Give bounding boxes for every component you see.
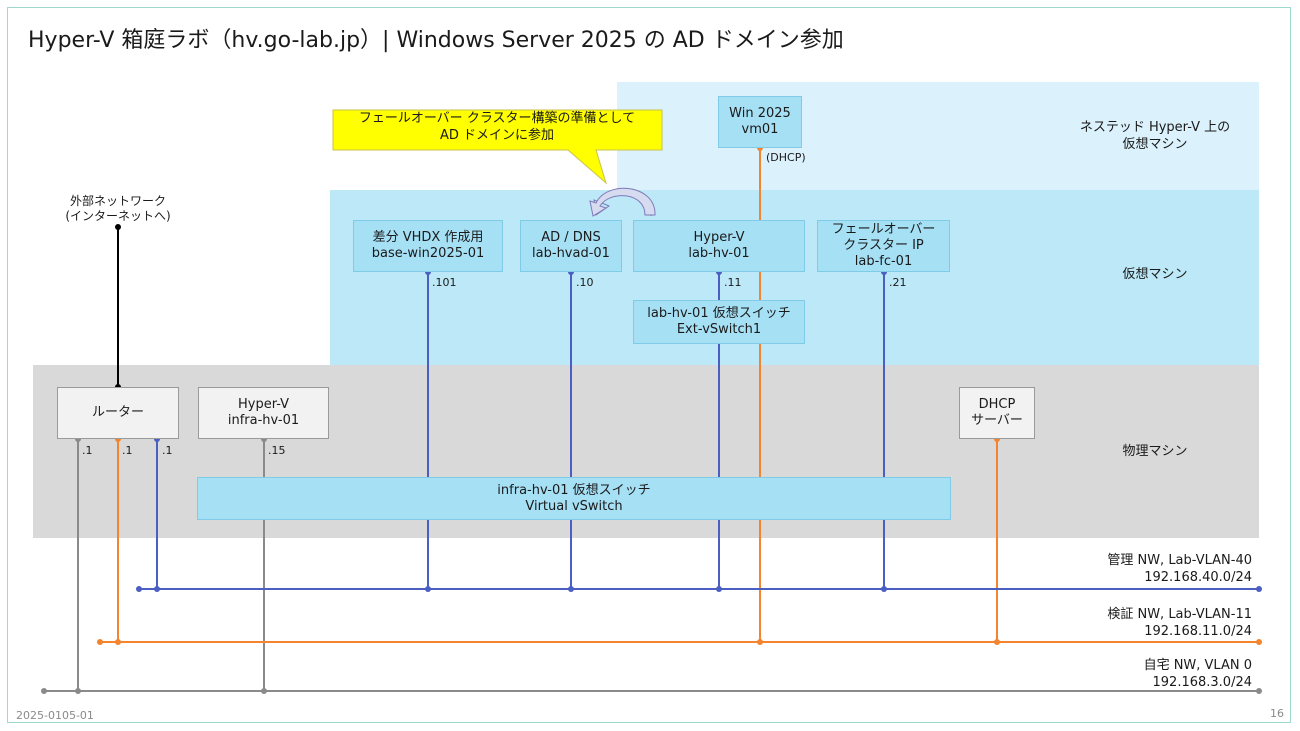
vm01-node[interactable]: Win 2025 vm01: [718, 96, 802, 148]
mgmt-dot-cluster: [881, 586, 887, 592]
home-nw-label: 自宅 NW, VLAN 0 192.168.3.0/24: [1143, 658, 1252, 690]
home-dot-right: [1256, 688, 1262, 694]
doc-id: 2025-0105-01: [16, 709, 94, 722]
vm01-ip-label: (DHCP): [766, 151, 806, 164]
lab-hv-node[interactable]: Hyper-V lab-hv-01: [633, 220, 805, 272]
external-network-label: 外部ネットワーク (インターネットへ): [65, 194, 171, 223]
test-dot-dhcp: [994, 639, 1000, 645]
mgmt-nw-label: 管理 NW, Lab-VLAN-40 192.168.40.0/24: [1107, 553, 1252, 585]
home-dot-infra: [261, 688, 267, 694]
mgmt-dot-router: [154, 586, 160, 592]
layer-label-nested: ネステッド Hyper-V 上の 仮想マシン: [1079, 120, 1231, 152]
mgmt-dot-labhv: [716, 586, 722, 592]
infra-ip-label: .15: [268, 444, 286, 457]
test-dot-left: [97, 639, 103, 645]
test-dot-router: [115, 639, 121, 645]
layer-label-vm: 仮想マシン: [1122, 267, 1188, 282]
mgmt-dot-right: [1256, 586, 1262, 592]
virtual-vswitch-node[interactable]: infra-hv-01 仮想スイッチ Virtual vSwitch: [197, 477, 951, 520]
callout-line-1: フェールオーバー クラスター構築の準備として: [358, 111, 636, 126]
page-number: 16: [1270, 707, 1284, 720]
mgmt-dot-ad: [568, 586, 574, 592]
router-ip-label-mgmt: .1: [162, 444, 173, 457]
ad-ip-label: .10: [576, 276, 594, 289]
test-dot-vm01: [757, 639, 763, 645]
test-dot-right: [1256, 639, 1262, 645]
home-dot-left: [41, 688, 47, 694]
layer-label-physical: 物理マシン: [1122, 444, 1188, 459]
cluster-ip-node[interactable]: フェールオーバー クラスター IP lab-fc-01: [817, 220, 950, 272]
ext-vswitch-node[interactable]: lab-hv-01 仮想スイッチ Ext-vSwitch1: [633, 300, 805, 344]
join-arrow-body: [589, 187, 656, 217]
labhv-ip-label: .11: [724, 276, 742, 289]
slide-frame: [7, 7, 1291, 723]
router-node[interactable]: ルーター: [57, 387, 179, 439]
mgmt-dot-left: [136, 586, 142, 592]
router-ip-label-home: .1: [82, 444, 93, 457]
dhcp-server-node[interactable]: DHCP サーバー: [959, 387, 1035, 439]
mgmt-dot-base: [425, 586, 431, 592]
ad-dns-node[interactable]: AD / DNS lab-hvad-01: [520, 220, 622, 272]
infra-hv-node[interactable]: Hyper-V infra-hv-01: [198, 387, 329, 439]
base-ip-label: .101: [432, 276, 457, 289]
external-dot-top: [115, 224, 121, 230]
home-dot-router: [75, 688, 81, 694]
page-title: Hyper-V 箱庭ラボ（hv.go-lab.jp）| Windows Serv…: [28, 28, 844, 53]
callout-shape: [332, 109, 663, 185]
callout-text: フェールオーバー クラスター構築の準備として AD ドメインに参加: [334, 110, 660, 144]
cluster-ip-label: .21: [889, 276, 907, 289]
callout-line-2: AD ドメインに参加: [439, 128, 555, 143]
test-nw-label: 検証 NW, Lab-VLAN-11 192.168.11.0/24: [1107, 607, 1252, 639]
base-vm-node[interactable]: 差分 VHDX 作成用 base-win2025-01: [353, 220, 503, 272]
router-ip-label-test: .1: [122, 444, 133, 457]
